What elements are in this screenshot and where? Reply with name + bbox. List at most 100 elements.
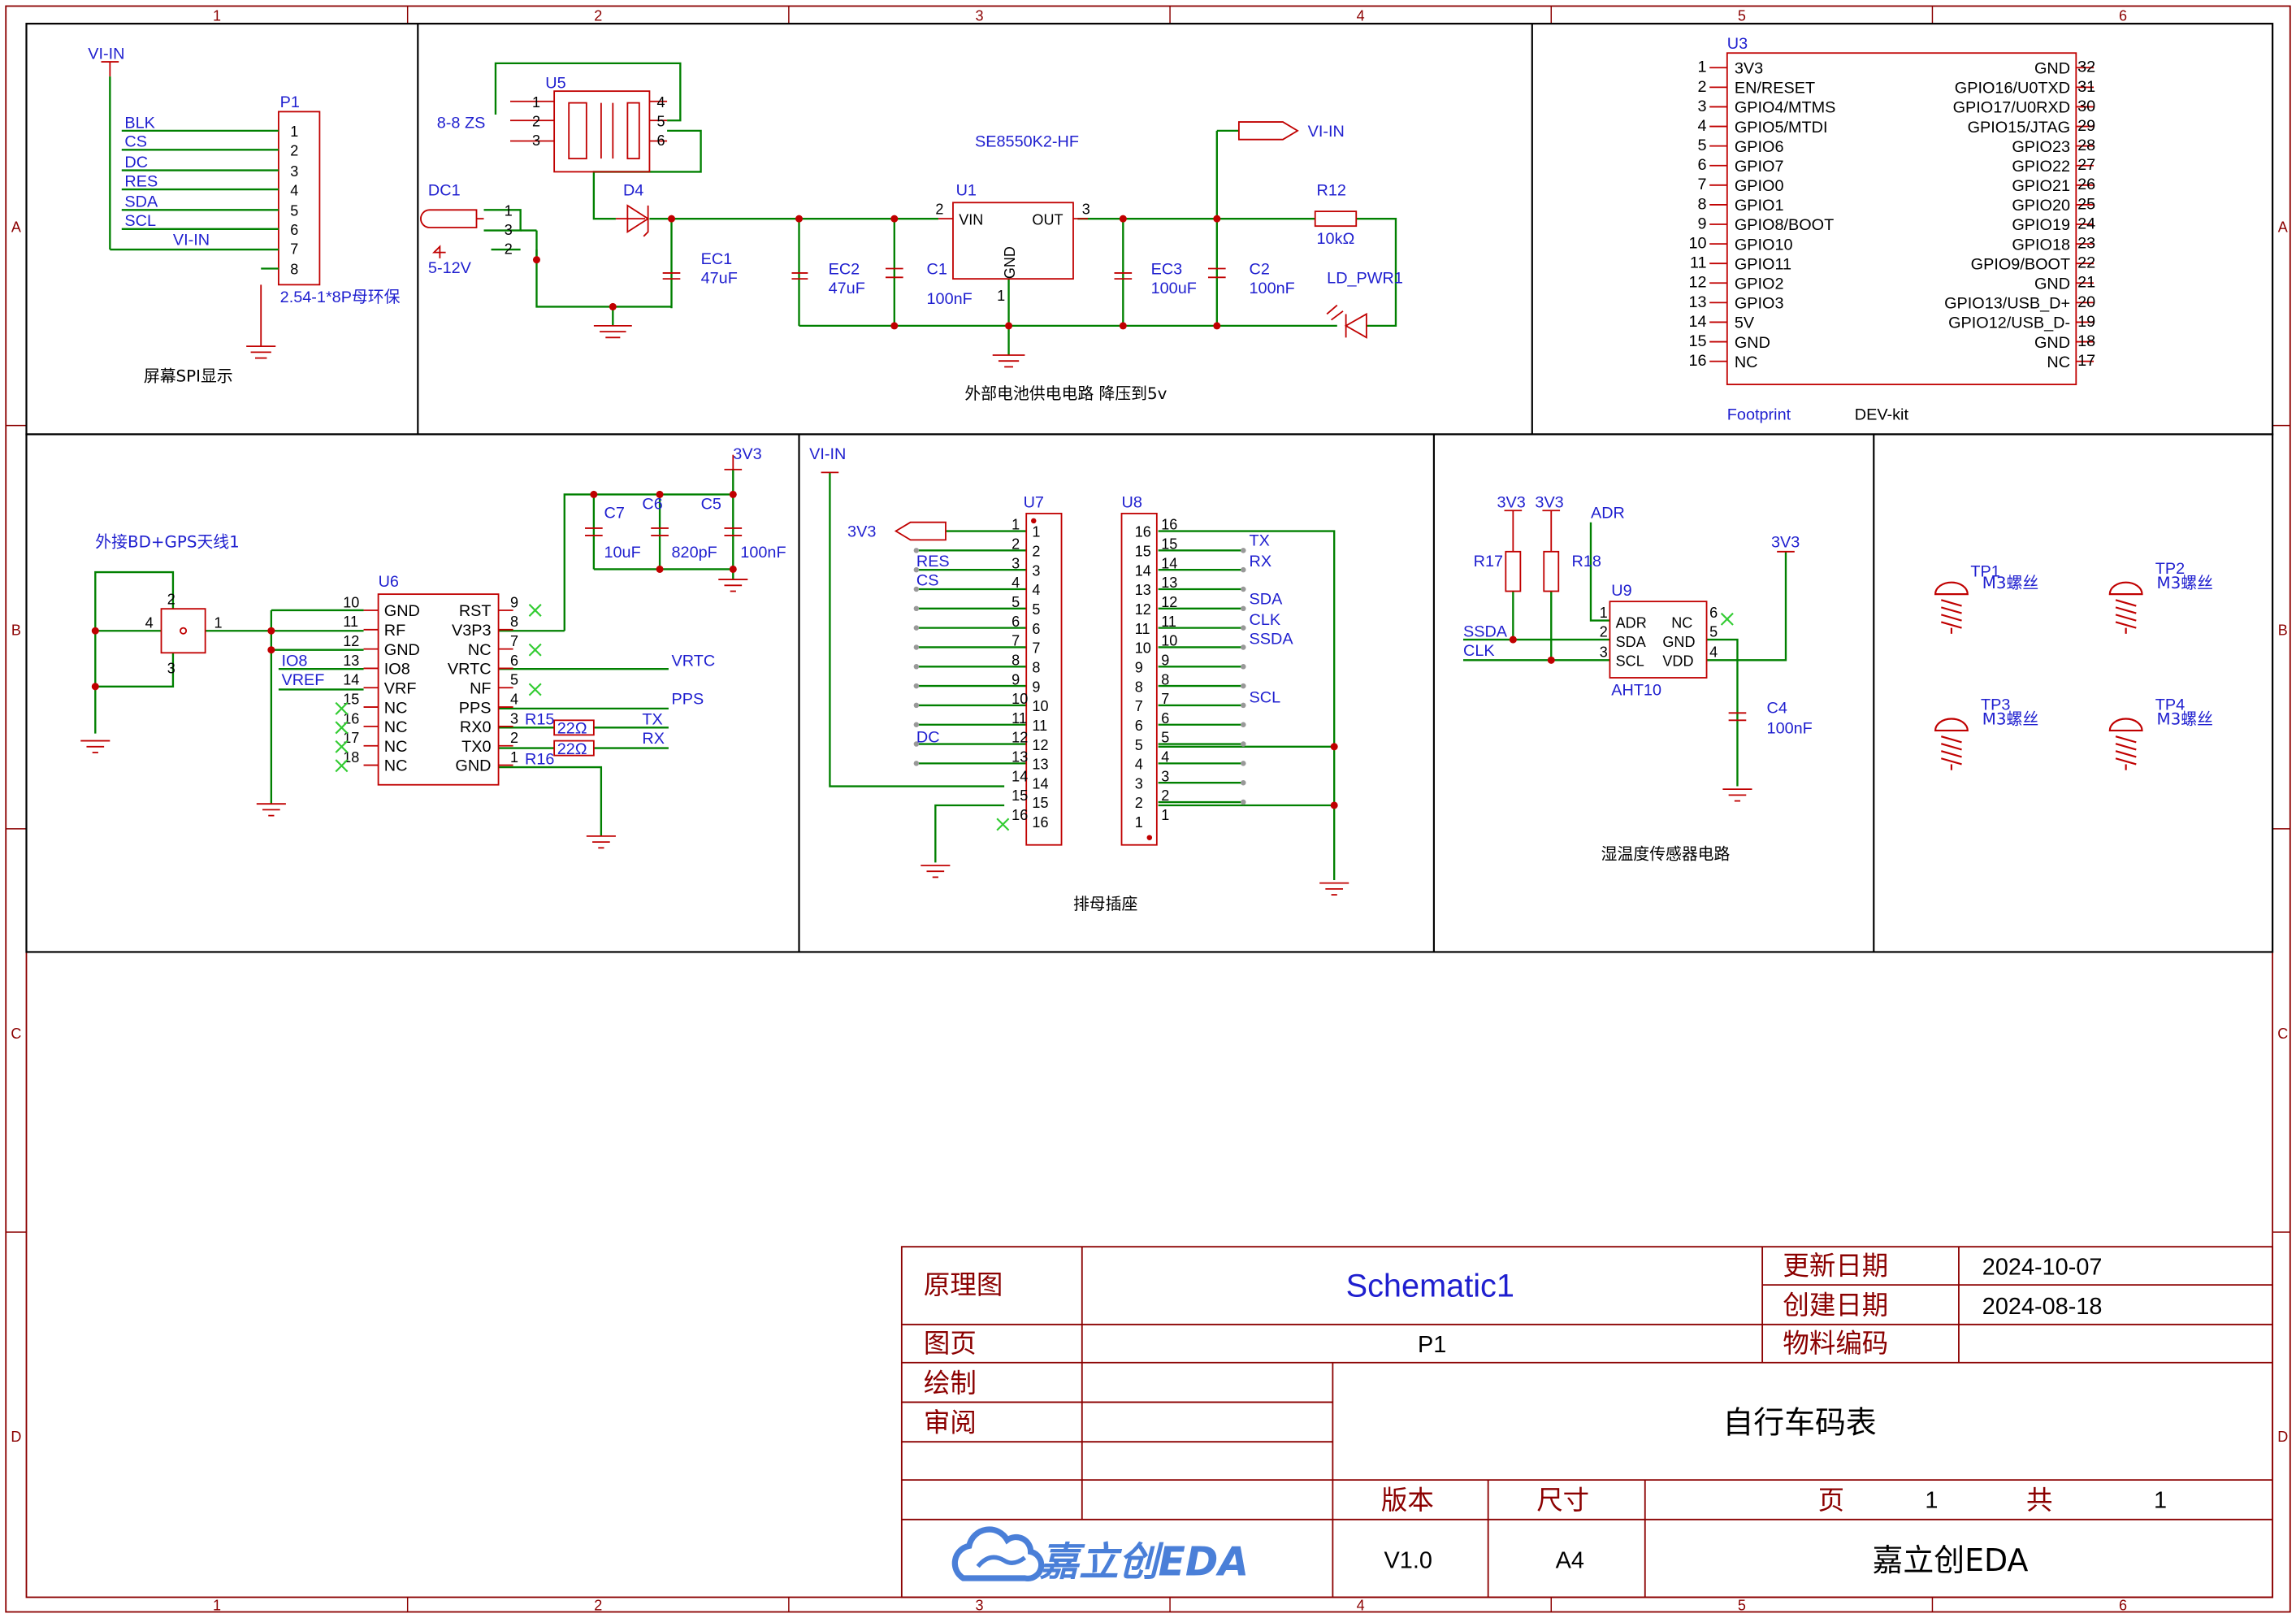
- switch-u5-body[interactable]: [553, 90, 651, 173]
- tb-page-name: P1: [1418, 1332, 1446, 1358]
- net-label-clk: CLK: [1463, 642, 1495, 660]
- esp32-pin-name: GPIO3: [1735, 295, 1784, 313]
- screw-icon[interactable]: [2108, 718, 2143, 770]
- esp32-pin-name: GPIO16/U0TXD: [1955, 80, 2070, 98]
- ec3-value: 100uF: [1151, 280, 1197, 297]
- row-label: A: [2278, 219, 2288, 235]
- u6-pin-num: 13: [343, 653, 359, 669]
- esp32-pin-num: 3: [1698, 98, 1707, 115]
- row-label: B: [11, 622, 21, 639]
- esp32-pin-num: 27: [2077, 156, 2095, 174]
- esp32-pin-name: GPIO17/U0RXD: [1953, 99, 2070, 117]
- header-u7-body[interactable]: [1025, 512, 1063, 846]
- wire-end: [1241, 664, 1246, 670]
- tb-sheet-value: 1: [1925, 1487, 1938, 1513]
- u7-ref: U7: [1024, 494, 1044, 512]
- u8-pin-name: 14: [1135, 562, 1151, 579]
- wire-end: [913, 566, 920, 573]
- esp32-pin-num: 17: [2077, 352, 2095, 370]
- u6-pin-name: GND: [384, 602, 420, 620]
- esp32-pin-name: GND: [2034, 275, 2070, 293]
- u8-pin-name: 15: [1135, 544, 1151, 560]
- u6-pin-name: PPS: [459, 699, 492, 717]
- esp32-pin-name: GND: [2034, 59, 2070, 77]
- section-caption-sensor: 湿温度传感器电路: [1601, 845, 1731, 864]
- col-label: 4: [1357, 1598, 1365, 1614]
- esp32-pin-num: 23: [2077, 235, 2095, 253]
- u7-pin-name: 9: [1032, 679, 1040, 695]
- u8-pin-num: 9: [1161, 652, 1169, 668]
- header-u8-body[interactable]: [1120, 512, 1158, 846]
- screw-icon[interactable]: [1934, 718, 1969, 770]
- c7-ref: C7: [604, 504, 624, 522]
- col-label: 3: [975, 8, 983, 24]
- frame-labels: 1 2 3 4 5 6 1 2 3 4 5 6 A B C D A B C D: [11, 8, 2288, 1614]
- esp32-pin-name: GPIO9/BOOT: [1971, 255, 2070, 273]
- resistor-r18-body: [1543, 550, 1560, 592]
- u6-pin-num: 3: [510, 710, 518, 727]
- u7-pin-name: 5: [1032, 601, 1040, 618]
- c6-ref: C6: [642, 495, 662, 513]
- u7-pin-name: 8: [1032, 659, 1040, 675]
- u8-pin-name: 5: [1135, 737, 1143, 753]
- r16-value: 22Ω: [557, 740, 587, 758]
- r18-ref: R18: [1572, 553, 1601, 570]
- u8-pin-name: 1: [1135, 814, 1143, 831]
- esp32-pin-name: GPIO22: [2012, 158, 2070, 176]
- u7-pin-num: 10: [1012, 691, 1028, 707]
- net-label-adr: ADR: [1591, 504, 1625, 522]
- u7-pin-num: 8: [1012, 652, 1020, 668]
- r15-ref: R15: [525, 711, 554, 729]
- esp32-pin-num: 25: [2077, 195, 2095, 213]
- u1-value: SE8550K2-HF: [975, 133, 1079, 151]
- screw-icon[interactable]: [1934, 581, 1969, 634]
- esp32-pin-num: 22: [2077, 254, 2095, 272]
- regulator-u1-body[interactable]: [952, 202, 1074, 280]
- esp32-pin-num: 9: [1698, 215, 1707, 232]
- u6-pin-num: 6: [510, 653, 518, 669]
- screw-icon[interactable]: [2108, 581, 2143, 634]
- esp32-module-u3[interactable]: [1726, 52, 2077, 385]
- esp32-pin-num: 6: [1698, 156, 1707, 174]
- u6-pin-num: 2: [510, 730, 518, 746]
- wire-end: [1241, 799, 1246, 805]
- esp32-pin-num: 5: [1698, 137, 1707, 154]
- u7-pin-num: 13: [1012, 749, 1028, 766]
- title-block: 原理图 更新日期 创建日期 图页 物料编码 绘制 审阅 版本 尺寸 页 共 Sc…: [900, 1246, 2274, 1598]
- u7-pin-num: 15: [1012, 787, 1028, 804]
- esp32-pin-num: 26: [2077, 176, 2095, 193]
- u7-pin-name: 10: [1032, 698, 1048, 714]
- antenna-connector[interactable]: [160, 608, 206, 654]
- u8-pin-name: 4: [1135, 757, 1143, 773]
- wire-end: [1241, 586, 1246, 592]
- u8-pin-num: 8: [1161, 671, 1169, 688]
- u7-pin-num: 12: [1012, 730, 1028, 746]
- wire-end: [913, 625, 920, 631]
- esp32-pin-num: 10: [1688, 235, 1706, 253]
- no-connect-marks: [335, 603, 542, 773]
- net-label-res: RES: [124, 172, 158, 190]
- wire-end: [913, 586, 920, 592]
- resistor-r15-body: [553, 719, 595, 736]
- esp32-pin-num: 4: [1698, 117, 1707, 135]
- u8-pin-name: 16: [1135, 524, 1151, 540]
- u7-pin-num: 3: [1012, 555, 1020, 571]
- connector-p1-body[interactable]: [277, 111, 321, 286]
- net-label-vref: VREF: [281, 671, 324, 689]
- sensor-u9-body[interactable]: [1609, 601, 1708, 679]
- net-label-scl: SCL: [124, 212, 156, 230]
- u7-pin-num: 14: [1012, 768, 1028, 784]
- dc1-value: 5-12V: [428, 259, 472, 277]
- u8-pin-name: 9: [1135, 659, 1143, 675]
- net-label-blk: BLK: [124, 114, 155, 132]
- gps-module-u6[interactable]: [377, 593, 500, 786]
- net-label-sda: SDA: [124, 193, 158, 211]
- net-label-clk: CLK: [1250, 611, 1281, 629]
- esp32-pin-name: GPIO15/JTAG: [1968, 119, 2070, 137]
- u8-pin-num: 16: [1161, 517, 1177, 533]
- p1-pin: 2: [290, 143, 298, 159]
- tb-create-label: 创建日期: [1783, 1290, 1888, 1321]
- p1-pin: 5: [290, 203, 298, 219]
